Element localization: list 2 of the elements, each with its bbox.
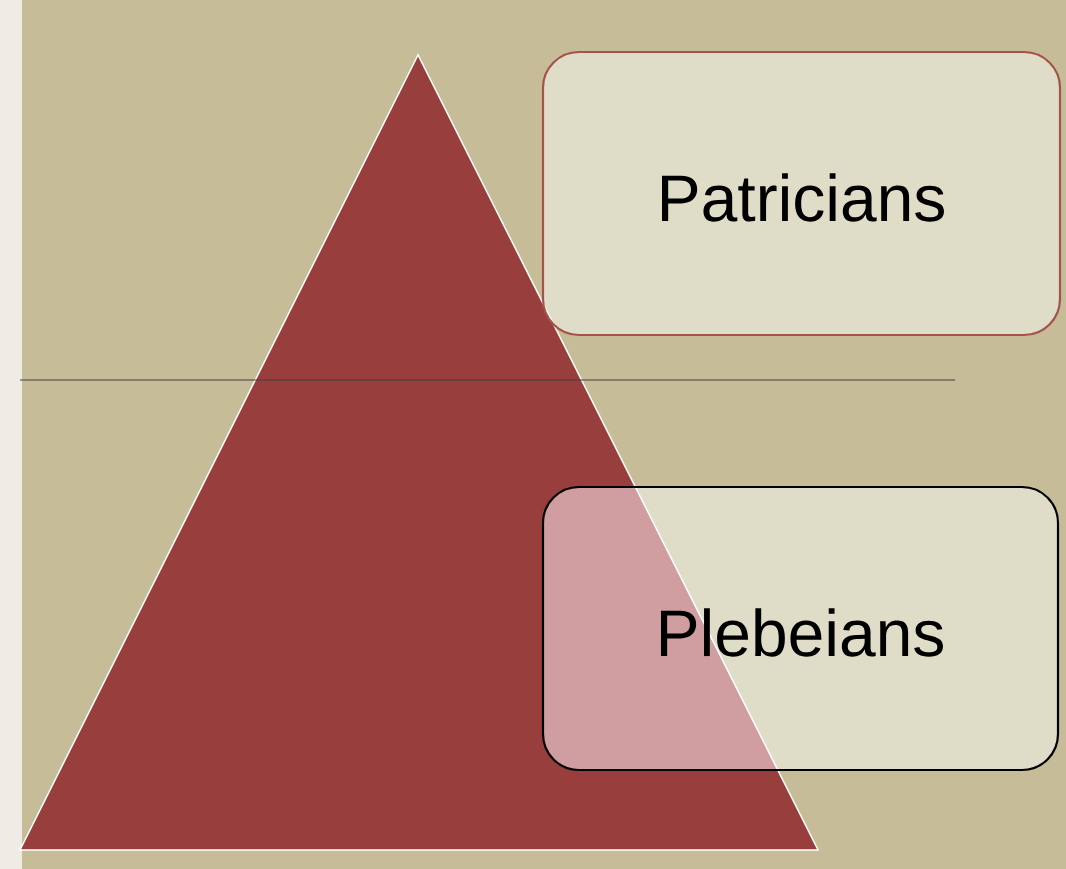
text-box: Plebeians (541, 485, 1060, 772)
text-box: Patricians (541, 50, 1062, 337)
